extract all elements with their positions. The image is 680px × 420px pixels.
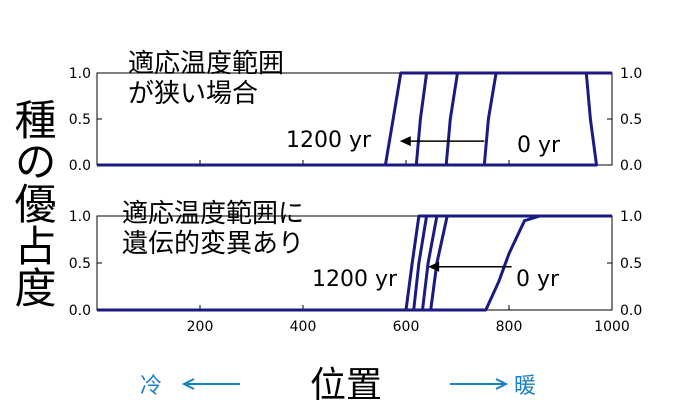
warm-label: 暖 xyxy=(514,374,537,399)
time-arrow-head xyxy=(428,261,440,272)
x-tick-label: 1000 xyxy=(594,319,630,335)
series-line-5 xyxy=(97,71,612,167)
series-line-5 xyxy=(97,214,612,312)
panel-title-line: 遺伝的変異あり xyxy=(122,229,304,259)
y-tick-label-right: 1.0 xyxy=(620,66,642,82)
annotation-1200yr: 1200 yr xyxy=(312,267,398,292)
y-axis-label: 種の優占度 xyxy=(8,98,57,308)
x-axis-label: 位置 xyxy=(310,365,383,406)
panel-title-line: 適応温度範囲 xyxy=(128,49,284,79)
cold-label: 冷 xyxy=(140,374,163,399)
y-tick-label-right: 0.5 xyxy=(620,112,642,128)
y-tick-label-left: 1.0 xyxy=(69,66,91,82)
y-tick-label-right: 0.0 xyxy=(620,303,642,319)
x-tick-label: 600 xyxy=(393,319,420,335)
y-tick-label-left: 0.5 xyxy=(69,112,91,128)
y-tick-label-left: 0.0 xyxy=(69,158,91,174)
x-tick-label: 800 xyxy=(496,319,523,335)
y-tick-label-right: 0.0 xyxy=(620,158,642,174)
annotation-0yr: 0 yr xyxy=(516,267,560,292)
y-tick-label-right: 0.5 xyxy=(620,256,642,272)
panel-bottom: 0.0 0.0 0.5 0.5 1.0 1.0 200 400 600 800 1000 適応温度範囲… xyxy=(69,199,643,335)
cold-arrow-icon xyxy=(181,378,240,390)
panel-title-line: が狭い場合 xyxy=(128,79,258,109)
x-tick-label: 400 xyxy=(290,319,317,335)
y-tick-label-left: 0.0 xyxy=(69,303,91,319)
annotation-0yr: 0 yr xyxy=(517,133,561,158)
y-tick-label-right: 1.0 xyxy=(620,209,642,225)
y-tick-label-left: 1.0 xyxy=(69,209,91,225)
time-arrow-head xyxy=(399,136,411,147)
warm-arrow-icon xyxy=(450,378,509,390)
annotation-1200yr: 1200 yr xyxy=(286,128,372,153)
y-tick-label-left: 0.5 xyxy=(69,256,91,272)
panel-title-line: 適応温度範囲に xyxy=(122,199,304,229)
x-tick-label: 200 xyxy=(187,319,214,335)
